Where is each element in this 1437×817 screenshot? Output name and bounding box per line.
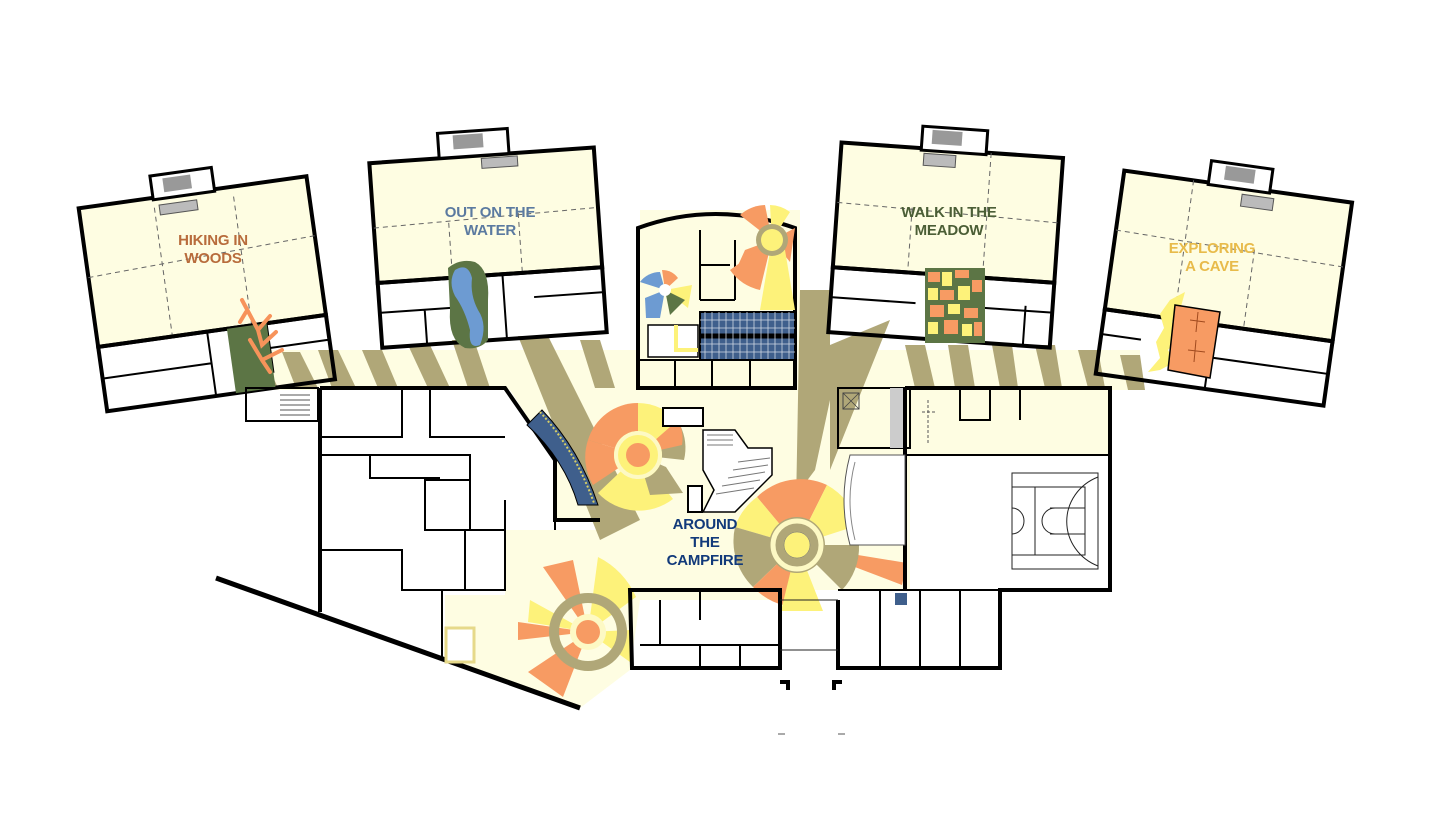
basketball-court — [1011, 472, 1099, 570]
admin-block — [636, 212, 797, 390]
zone-label-hiking-in-woods: HIKING IN WOODS — [178, 232, 248, 267]
campfire-motif-1 — [585, 402, 686, 511]
pond-icon — [448, 260, 489, 349]
corridor-wedges — [245, 290, 1145, 560]
west-wing — [215, 386, 600, 711]
curved-seating — [526, 409, 599, 506]
meadow-quilt-icon — [925, 268, 985, 343]
pod-exploring-a-cave — [1093, 158, 1355, 408]
campfire-motif-2 — [733, 479, 907, 611]
sunburst-motif-admin-right — [730, 205, 795, 310]
zone-label-exploring-a-cave: EXPLORING A CAVE — [1168, 240, 1256, 275]
zone-label-out-on-the-water: OUT ON THE WATER — [444, 204, 536, 239]
south-classrooms — [627, 588, 1000, 735]
zone-label-around-the-campfire: AROUND THE CAMPFIRE — [666, 516, 744, 569]
pod-out-on-the-water — [367, 126, 609, 350]
tree-branch-icon — [238, 298, 284, 374]
campfire-motif-3 — [518, 557, 636, 697]
zone-label-walk-in-the-meadow: WALK IN THE MEADOW — [901, 204, 997, 239]
sunburst-motif-admin-left — [640, 270, 692, 318]
central-stair — [662, 407, 773, 513]
pod-hiking-in-woods — [76, 165, 338, 414]
cave-icon — [1148, 292, 1221, 379]
